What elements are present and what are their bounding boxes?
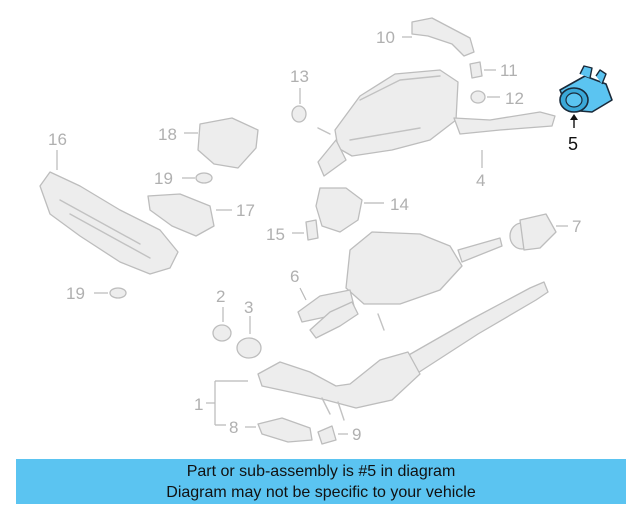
part-2-gasket[interactable] [212,307,232,342]
label-8: 8 [229,418,238,437]
label-11: 11 [500,61,518,80]
part-15-bolt[interactable] [292,219,319,241]
label-9: 9 [352,425,361,444]
label-3: 3 [244,298,253,317]
part-19-upper-washer[interactable] [182,172,213,184]
part-18-mounting-bracket[interactable] [184,117,259,169]
exhaust-pipe-assembly [399,281,549,379]
part-3-clamp[interactable] [236,316,262,359]
label-13: 13 [290,67,309,86]
part-16-heat-shield[interactable] [39,150,179,275]
label-14: 14 [390,195,409,214]
part-10-hanger-bracket[interactable] [402,17,475,57]
exhaust-parts-diagram: 10 11 12 13 4 5 16 [39,17,613,445]
part-19-lower-washer[interactable] [94,287,127,299]
part-7-pipe-clamp[interactable] [509,213,568,251]
label-6: 6 [290,267,299,286]
label-12: 12 [505,89,524,108]
label-15: 15 [266,225,285,244]
label-19-upper: 19 [154,169,173,188]
part-9-oxygen-sensor[interactable] [317,425,348,445]
label-19-lower: 19 [66,284,85,303]
part-6-center-muffler[interactable] [297,231,503,339]
part-4-rear-muffler[interactable] [317,69,556,177]
part-12-nut[interactable] [470,90,500,104]
label-4: 4 [476,171,485,190]
label-17: 17 [236,201,255,220]
banner-line-2: Diagram may not be specific to your vehi… [166,484,476,501]
part-11-bolt[interactable] [469,61,496,79]
label-5: 5 [568,134,578,154]
part-17-heat-shield-bracket[interactable] [147,193,232,237]
label-7: 7 [572,217,581,236]
part-5-exhaust-clamp[interactable] [559,65,613,128]
info-banner: Part or sub-assembly is #5 in diagram Di… [16,459,626,504]
banner-line-1: Part or sub-assembly is #5 in diagram [186,463,456,480]
label-18: 18 [158,125,177,144]
part-13-rubber-hanger[interactable] [291,88,307,123]
label-2: 2 [216,287,225,306]
label-16: 16 [48,130,67,149]
part-1-catalytic-converter[interactable] [206,351,421,426]
part-8-flange-gasket[interactable] [245,417,313,443]
part-14-center-bracket[interactable] [315,187,384,233]
label-10: 10 [376,28,395,47]
label-1: 1 [194,395,203,414]
